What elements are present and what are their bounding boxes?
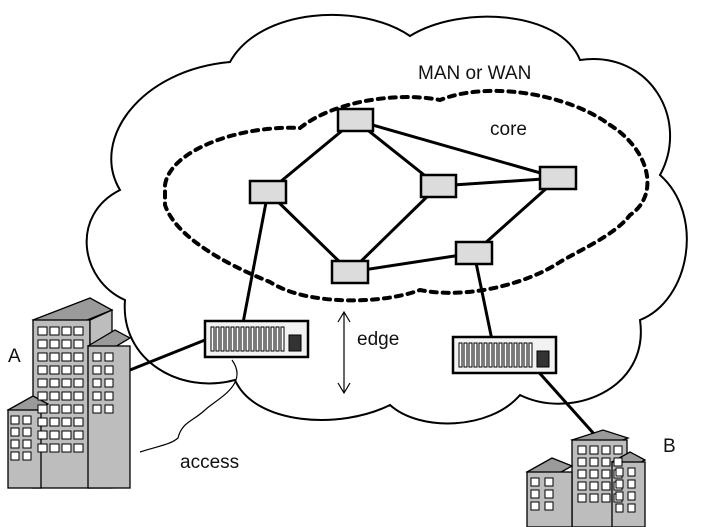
- site-b-label: B: [663, 436, 676, 457]
- edge-router-right: [451, 335, 558, 375]
- site-a-label: A: [8, 346, 21, 367]
- access-brace: [139, 359, 238, 453]
- core-switch-top: [336, 107, 375, 133]
- core-label: core: [490, 119, 527, 140]
- cloud-label: MAN or WAN: [418, 63, 531, 84]
- man-wan-cloud: [85, 13, 688, 425]
- core-switch-left: [248, 179, 288, 205]
- building-a: [6, 297, 132, 489]
- core-boundary: [163, 88, 650, 303]
- core-switch-bottom: [330, 259, 370, 285]
- core-switch-right: [538, 165, 578, 191]
- building-b: [525, 429, 647, 527]
- access-label: access: [180, 452, 239, 473]
- edge-arrow: [337, 310, 351, 395]
- core-switch-center: [419, 173, 458, 199]
- edge-links: [129, 191, 597, 437]
- core-switch-lower-right: [454, 240, 494, 266]
- edge-label: edge: [357, 329, 399, 350]
- edge-router-left: [203, 319, 310, 359]
